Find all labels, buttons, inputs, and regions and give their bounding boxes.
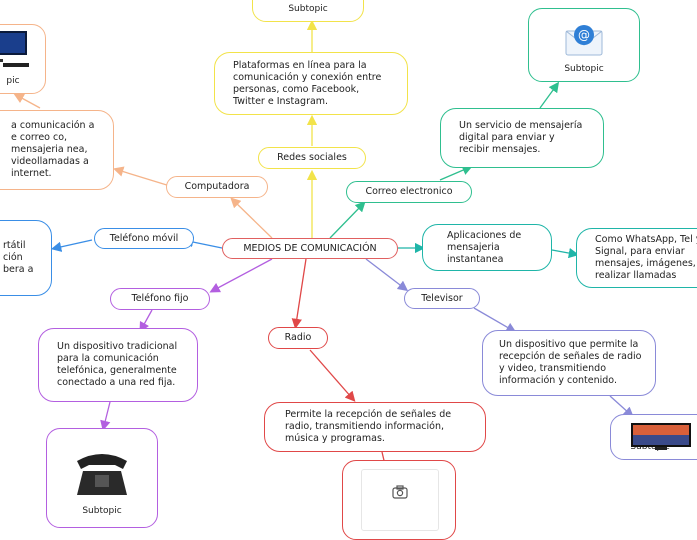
edge-fijo-detail [139,309,153,333]
image-placeholder-frame [361,469,439,531]
topic-telefono-movil[interactable]: Teléfono móvil [94,228,194,249]
topic-telefono-fijo[interactable]: Teléfono fijo [110,288,210,310]
subtopic-correo[interactable]: @ Subtopic [528,8,640,82]
detail-correo[interactable]: Un servicio de mensajería digital para e… [440,108,604,168]
subtopic-label: Subtopic [288,4,328,14]
subtopic-telefono-fijo[interactable]: Subtopic [46,428,158,528]
detail-telefono-fijo[interactable]: Un dispositivo tradicional para la comun… [38,328,198,402]
edge-televisor [365,258,409,292]
detail-computadora[interactable]: a comunicación a e correo co, mensajeria… [0,110,114,190]
subtopic-label: Subtopic [82,506,122,516]
topic-computadora[interactable]: Computadora [166,176,268,198]
subtopic-radio[interactable] [342,460,456,540]
topic-redes-sociales[interactable]: Redes sociales [258,147,366,169]
edge-movil [182,236,223,249]
subtopic-top[interactable]: Subtopic [252,0,364,22]
edge-fijo-sub [100,401,111,432]
edge-tv-detail [473,307,517,333]
edge-computadora [230,197,273,239]
edge-radio-detail [309,349,356,402]
detail-redes-sociales[interactable]: Plataformas en línea para la comunicació… [214,52,408,115]
detail-telefono-movil[interactable]: rtátil ción bera a [0,220,52,296]
topic-aplicaciones[interactable]: Aplicaciones de mensajeria instantanea [422,224,552,271]
edge-apps-detail [551,247,580,259]
edge-correo-detail [439,165,473,181]
subtopic-label: Subtopic [564,64,604,74]
topic-correo[interactable]: Correo electronico [346,181,472,203]
edge-comp-sub [13,93,41,109]
subtopic-computadora[interactable]: pic [0,24,46,94]
email-icon: @ [565,25,603,56]
detail-radio[interactable]: Permite la recepción de señales de radio… [264,402,486,452]
landline-phone-icon [77,454,127,495]
detail-televisor[interactable]: Un dispositivo que permite la recepción … [482,330,656,396]
television-icon [631,423,691,450]
edge-fijo [209,258,273,293]
topic-radio[interactable]: Radio [268,327,328,349]
detail-aplicaciones[interactable]: Como WhatsApp, Tel y Signal, para enviar… [576,228,697,288]
edge-tv-sub [609,395,634,418]
edge-correo-sub [539,81,560,109]
edge-movil-detail [50,239,93,252]
subtopic-label: pic [6,76,20,86]
camera-icon [392,485,408,499]
svg-text:@: @ [578,28,590,42]
computer-icon [0,31,29,67]
central-topic[interactable]: MEDIOS DE COMUNICACIÓN [222,238,398,259]
edge-radio [291,258,307,330]
edge-comp-detail [113,166,171,187]
subtopic-televisor[interactable]: Subtopic [610,414,697,460]
topic-televisor[interactable]: Televisor [404,288,480,309]
edge-correo [329,201,366,239]
